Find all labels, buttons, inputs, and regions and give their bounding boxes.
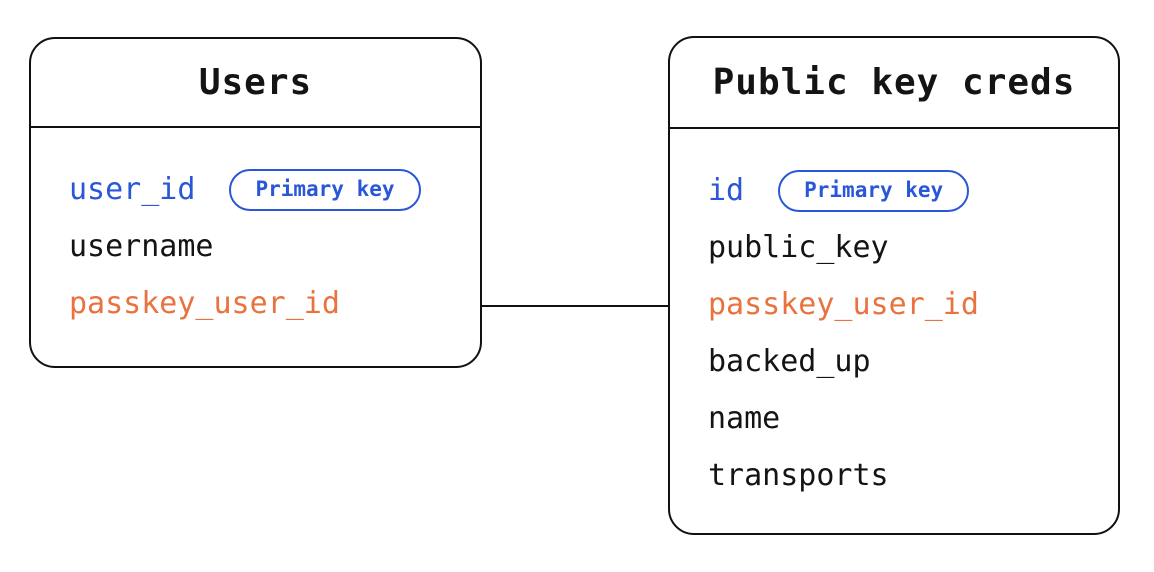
field-passkey-user-id: passkey_user_id [708,287,979,322]
field-row: id Primary key [708,170,1094,212]
field-row: passkey_user_id [708,285,1094,325]
table-users-fields: user_id Primary key username passkey_use… [31,128,480,324]
field-row: passkey_user_id [69,284,456,324]
table-title: Public key creds [712,62,1076,103]
field-name: name [708,401,781,436]
primary-key-badge: Primary key [229,169,421,211]
table-public-key-creds-fields: id Primary key public_key passkey_user_i… [670,129,1118,496]
field-row: backed_up [708,342,1094,382]
field-row: transports [708,456,1094,496]
primary-key-badge: Primary key [778,170,970,212]
field-username: username [69,229,214,264]
field-transports: transports [708,458,889,493]
relationship-line [482,305,668,307]
table-users-header: Users [31,39,480,128]
field-row: user_id Primary key [69,169,456,211]
field-row: public_key [708,228,1094,268]
table-public-key-creds: Public key creds id Primary key public_k… [668,36,1120,535]
table-users: Users user_id Primary key username passk… [29,37,482,368]
field-row: name [708,399,1094,439]
field-public-key: public_key [708,230,889,265]
field-id: id [708,173,745,208]
table-title: Users [198,62,313,103]
field-backed-up: backed_up [708,344,871,379]
field-passkey-user-id: passkey_user_id [69,286,340,321]
table-public-key-creds-header: Public key creds [670,38,1118,129]
field-row: username [69,227,456,267]
field-user-id: user_id [69,172,196,207]
